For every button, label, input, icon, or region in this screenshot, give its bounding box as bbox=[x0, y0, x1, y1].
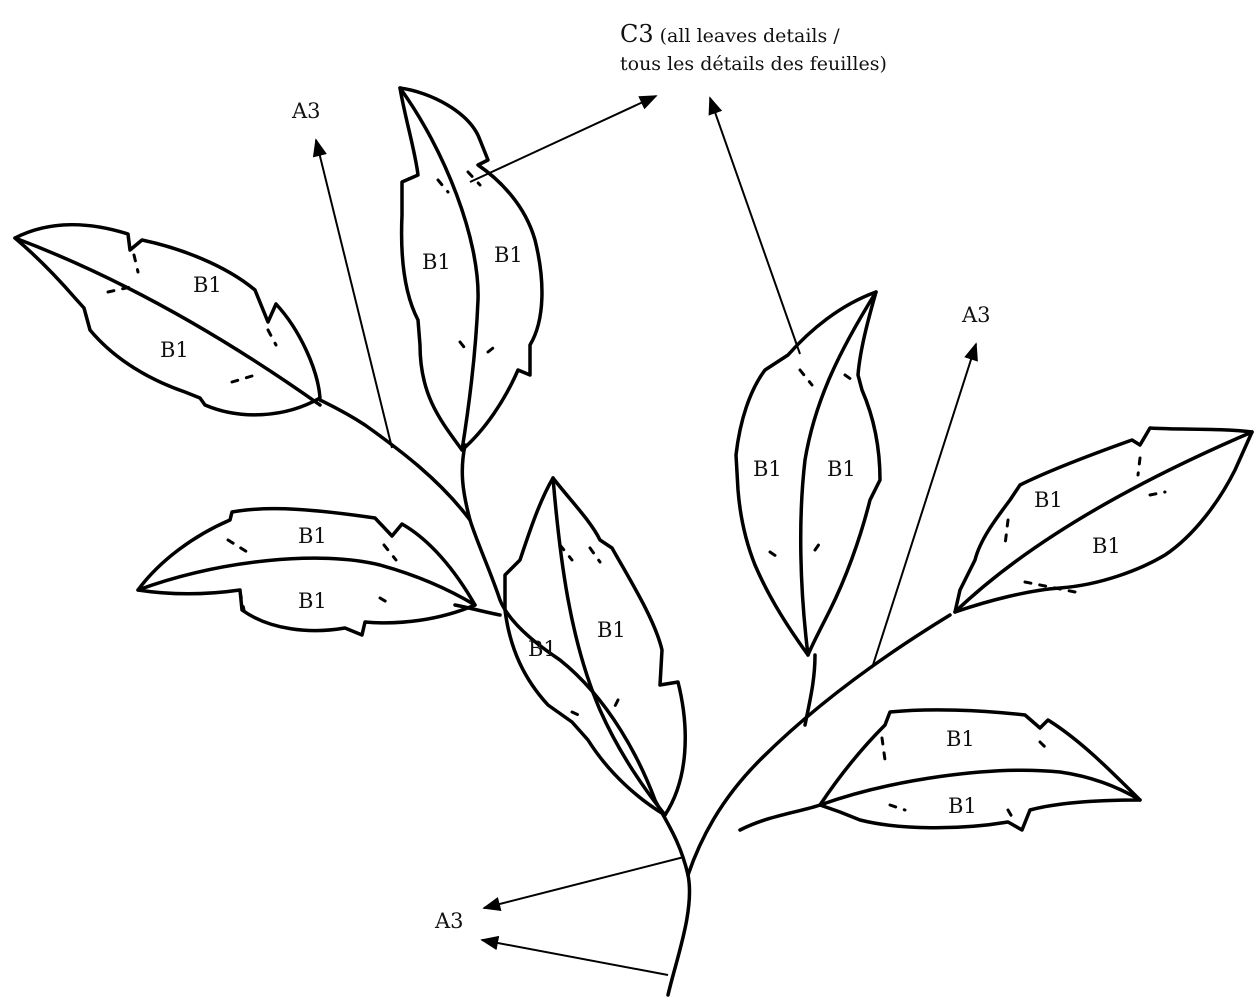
b1-label: B1 bbox=[494, 243, 523, 267]
right-lower-stem bbox=[740, 805, 820, 830]
b1-label: B1 bbox=[827, 457, 856, 481]
b1-label: B1 bbox=[422, 250, 451, 274]
b1-label: B1 bbox=[946, 727, 975, 751]
b1-label: B1 bbox=[948, 794, 977, 818]
main-stem bbox=[462, 445, 689, 995]
leaf-upper-left bbox=[15, 225, 320, 415]
a3-label-right: A3 bbox=[961, 303, 991, 327]
c3-desc-line2: tous les détails des feuilles) bbox=[620, 53, 887, 75]
b1-label: B1 bbox=[1034, 488, 1063, 512]
arrow-a3-right bbox=[872, 344, 976, 668]
arrow-a3-bottom-1 bbox=[484, 857, 684, 908]
right-branch-stem bbox=[688, 615, 950, 875]
b1-label: B1 bbox=[298, 589, 327, 613]
b1-label: B1 bbox=[528, 637, 557, 661]
b1-label: B1 bbox=[753, 457, 782, 481]
stems bbox=[320, 400, 950, 995]
left-branch-stem bbox=[320, 400, 470, 520]
b1-label: B1 bbox=[193, 273, 222, 297]
b1-label: B1 bbox=[597, 618, 626, 642]
arrow-c3-right bbox=[710, 98, 800, 354]
leaf-lower-right bbox=[820, 710, 1140, 830]
c3-label: C3 (all leaves details / tous les détails… bbox=[620, 20, 887, 75]
arrow-a3-bottom-2 bbox=[482, 940, 668, 975]
c3-desc-line1: (all leaves details / bbox=[660, 25, 841, 47]
leaf-right bbox=[955, 428, 1252, 612]
b1-label: B1 bbox=[1092, 534, 1121, 558]
arrow-c3-left bbox=[470, 96, 656, 182]
svg-text:C3(all leaves details /: C3 (all leaves details / bbox=[620, 20, 840, 48]
b1-label: B1 bbox=[160, 338, 189, 362]
c3-code: C3 bbox=[620, 20, 654, 48]
b1-label: B1 bbox=[298, 524, 327, 548]
a3-label-bottom: A3 bbox=[434, 909, 464, 933]
annotation-arrows bbox=[316, 96, 976, 975]
a3-label-top-left: A3 bbox=[291, 99, 321, 123]
